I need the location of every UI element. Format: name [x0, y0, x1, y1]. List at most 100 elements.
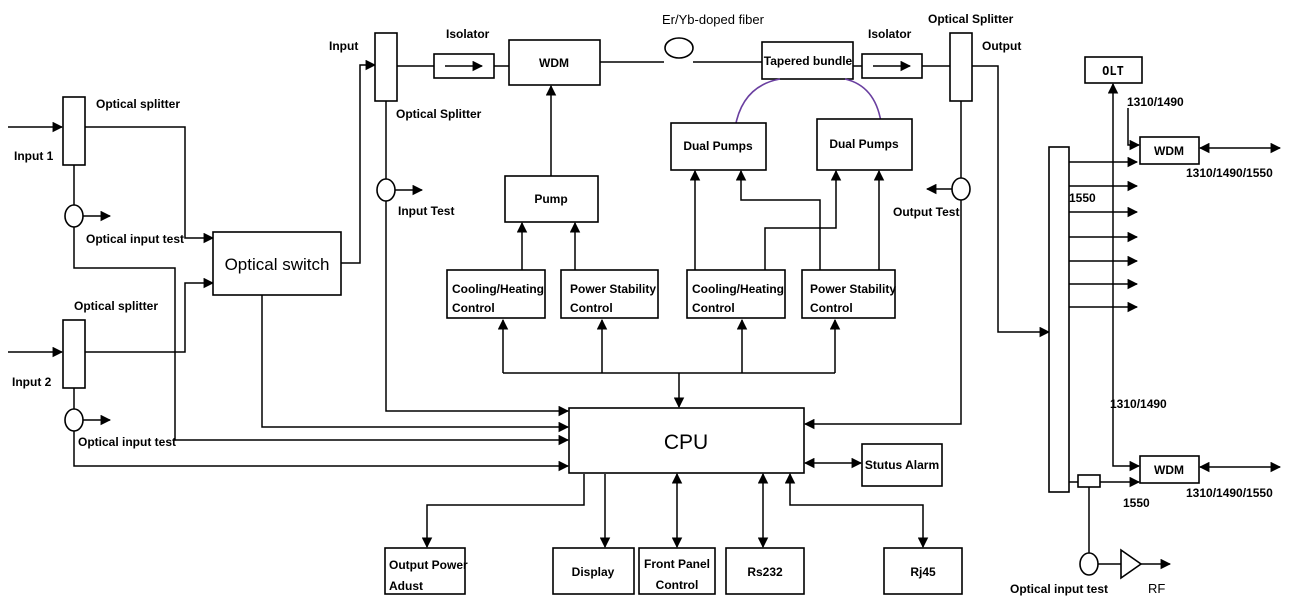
rj45-box: [883, 547, 963, 595]
optical-splitter-1-label: Optical splitter: [96, 97, 180, 111]
optical-splitter-in-box: [374, 32, 398, 102]
optical-input-test-2-detector: [64, 408, 84, 432]
output-to-distribution-line: [972, 65, 1051, 338]
optical-switch-section: Optical switch Input: [212, 39, 570, 433]
er-yb-fiber-label: Er/Yb-doped fiber: [662, 12, 765, 27]
input-test-to-cpu-line: [385, 201, 570, 417]
input-test-section: Input Test: [376, 101, 570, 417]
input-test-detector: [376, 178, 396, 202]
wdm-bottom-feed-arrow: [1112, 456, 1141, 472]
pump-box: [504, 175, 599, 223]
wdm-top-box: [1139, 136, 1200, 165]
right-distribution-section: 1550 OLT 1310/1490 WDM 1310/1490/1550 13…: [1010, 56, 1282, 596]
cpu-label: CPU: [664, 431, 708, 454]
fiber-coil-icon: [664, 37, 694, 59]
power-stability-control-2-label-line1: Power Stability: [810, 282, 896, 296]
wdm-bottom-label: WDM: [1154, 463, 1184, 477]
power2-to-dual-pumps1-arrow: [735, 169, 821, 270]
tapered-bundle-label: Tapered bundle: [764, 54, 853, 68]
optical-input-test-right-label: Optical input test: [1010, 582, 1108, 596]
cooling-heating-control-2-box: [686, 269, 786, 319]
cpu-rj45-arrow: [784, 472, 929, 549]
front-panel-control-box: [638, 547, 716, 595]
cpu-box: [568, 407, 805, 474]
wdm-top-feed-arrow: [1127, 108, 1141, 151]
optical-splitter-2-label: Optical splitter: [74, 299, 158, 313]
dual-pumps-1-box: [670, 122, 767, 171]
isolator-1-box: [433, 53, 495, 79]
display-label: Display: [572, 565, 615, 579]
isolator-1-label: Isolator: [446, 27, 490, 41]
power-stability-control-1-box: [560, 269, 659, 319]
output-power-adjust-label-line2: Adust: [389, 579, 423, 593]
wave-1310-1490-bottom-label: 1310/1490: [1110, 397, 1167, 411]
optical-splitter-in-label: Optical Splitter: [396, 107, 482, 121]
dual-pumps-2-box: [816, 118, 913, 171]
optical-input-test-1-label: Optical input test: [86, 232, 184, 246]
splitter1-to-switch-line: [85, 126, 215, 244]
power-stability-control-2-label-line2: Control: [810, 301, 853, 315]
display-box: [552, 547, 635, 595]
optical-splitter-out-label: Optical Splitter: [928, 12, 1014, 26]
output-test-section: Output Test: [803, 65, 1051, 430]
optical-switch-label: Optical switch: [225, 255, 330, 274]
optical-input-test-1-detector: [64, 204, 84, 228]
input-test-2-to-cpu-line: [73, 431, 570, 472]
pump-coupling-curve-left: [734, 78, 781, 129]
tap-coupler-box: [1077, 474, 1101, 488]
isolator-2-label: Isolator: [868, 27, 912, 41]
distribution-bar: [1048, 146, 1070, 493]
rs232-label: Rs232: [747, 565, 783, 579]
pump-label: Pump: [534, 192, 567, 206]
cpu-to-output-power-arrow: [421, 474, 585, 549]
input-test-label: Input Test: [398, 204, 454, 218]
output-power-adjust-box: [384, 547, 466, 595]
wave-1550-bottom-label: 1550: [1123, 496, 1150, 510]
output-test-detector: [951, 177, 971, 201]
status-alarm-label: Stutus Alarm: [865, 458, 939, 472]
switch-to-cpu-line: [261, 295, 570, 433]
cooling-heating-control-1-label-line2: Control: [452, 301, 495, 315]
olt-box: [1084, 56, 1143, 84]
cooling2-to-dual-pumps2-arrow: [764, 169, 842, 270]
pump-control-section: Pump Dual Pumps Dual Pumps Cooling/Heati…: [446, 84, 913, 409]
wdm-main-box: [508, 39, 601, 86]
front-panel-control-label-line1: Front Panel: [644, 557, 710, 571]
pump-coupling-curve-right: [844, 78, 882, 123]
cooling-heating-control-1-label-line1: Cooling/Heating: [452, 282, 544, 296]
wave-triple-top-label: 1310/1490/1550: [1186, 166, 1273, 180]
dual-pumps-2-label: Dual Pumps: [829, 137, 899, 151]
optical-splitter-2: [62, 319, 86, 389]
tapered-bundle-box: [761, 41, 854, 80]
switch-to-splitter-line: [341, 59, 377, 264]
cooling-heating-control-1-box: [446, 269, 546, 319]
optical-splitter-1: [62, 96, 86, 166]
power-stability-control-1-label-line1: Power Stability: [570, 282, 656, 296]
olt-label: OLT: [1102, 64, 1124, 78]
wdm-main-label: WDM: [539, 56, 569, 70]
optical-splitter-out-box: [949, 32, 973, 102]
cpu-section: CPU Stutus Alarm Output Power Adust Disp…: [384, 407, 963, 595]
rf-amplifier-icon: [1120, 548, 1143, 580]
optical-input-test-right-detector: [1079, 552, 1099, 576]
input-1-label: Input 1: [14, 149, 54, 163]
dual-pumps-1-label: Dual Pumps: [683, 139, 753, 153]
wave-triple-bottom-label: 1310/1490/1550: [1186, 486, 1273, 500]
cooling-heating-control-2-label-line1: Cooling/Heating: [692, 282, 784, 296]
optical-switch-box: [212, 231, 342, 296]
power-stability-control-2-box: [801, 269, 896, 319]
optical-path-top: Optical Splitter Isolator WDM Er/Yb-dope…: [374, 12, 1021, 129]
cooling-heating-control-2-label-line2: Control: [692, 301, 735, 315]
wdm-top-label: WDM: [1154, 144, 1184, 158]
output-label: Output: [982, 39, 1021, 53]
power-stability-control-1-label-line2: Control: [570, 301, 613, 315]
output-test-to-cpu-line: [803, 200, 962, 430]
input-2-label: Input 2: [12, 375, 52, 389]
optical-input-test-2-label: Optical input test: [78, 435, 176, 449]
output-power-adjust-label-line1: Output Power: [389, 558, 468, 572]
input-test-1-to-cpu-line: [73, 227, 570, 446]
output-test-label: Output Test: [893, 205, 959, 219]
input-label: Input: [329, 39, 358, 53]
rf-label: RF: [1148, 581, 1165, 596]
